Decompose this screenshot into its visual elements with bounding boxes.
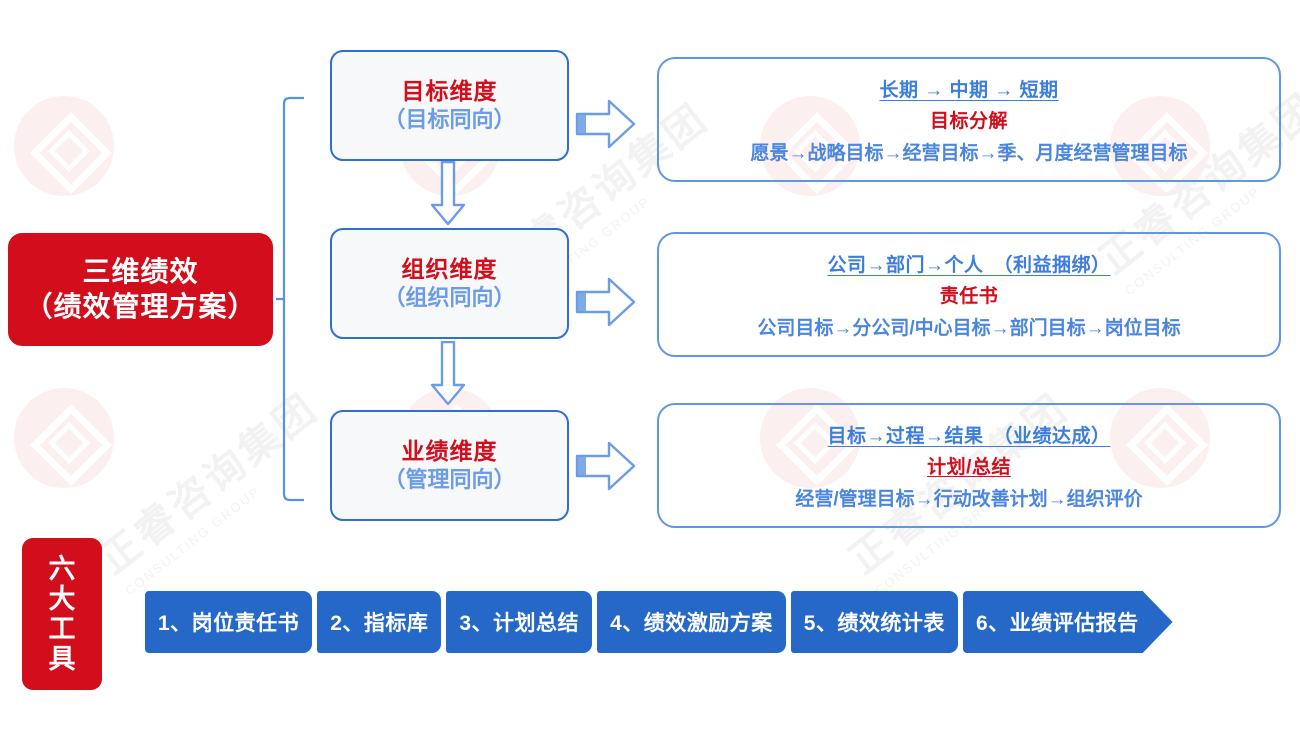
dimension-subtitle: （组织同向） xyxy=(383,284,516,310)
tool-item-5[interactable]: 5、绩效统计表 xyxy=(790,591,958,653)
tool-item-2[interactable]: 2、指标库 xyxy=(317,591,442,653)
six-tools-badge: 六 大 工 具 xyxy=(22,538,102,690)
dimension-title: 业绩维度 xyxy=(401,437,498,464)
arrow-down-icon xyxy=(430,161,466,226)
content-keyword: 目标分解 xyxy=(929,110,1008,132)
content-box-organization[interactable]: 公司→部门→个人 （利益捆绑） 责任书 公司目标→分公司/中心目标→部门目标→岗… xyxy=(657,232,1281,357)
arrow-right-icon xyxy=(575,441,636,491)
content-keyword: 计划/总结 xyxy=(927,456,1011,478)
six-tools-char: 六 xyxy=(48,553,76,584)
dimension-title: 目标维度 xyxy=(401,77,498,104)
tool-item-4[interactable]: 4、绩效激励方案 xyxy=(597,591,786,653)
dimension-subtitle: （目标同向） xyxy=(383,106,516,132)
content-box-performance[interactable]: 目标→过程→结果 （业绩达成） 计划/总结 经营/管理目标→行动改善计划→组织评… xyxy=(657,403,1281,528)
arrow-right-icon xyxy=(575,277,636,327)
tool-item-3[interactable]: 3、计划总结 xyxy=(446,591,593,653)
content-box-goal[interactable]: 长期 → 中期 → 短期 目标分解 愿景→战略目标→经营目标→季、月度经营管理目… xyxy=(657,57,1281,182)
dimension-box-goal[interactable]: 目标维度 （目标同向） xyxy=(330,50,569,161)
content-detail: 经营/管理目标→行动改善计划→组织评价 xyxy=(795,488,1143,510)
content-detail: 愿景→战略目标→经营目标→季、月度经营管理目标 xyxy=(750,142,1188,164)
content-headline: 长期 → 中期 → 短期 xyxy=(879,79,1059,101)
dimension-box-performance[interactable]: 业绩维度 （管理同向） xyxy=(330,410,569,521)
watermark-logo-icon xyxy=(14,388,114,488)
dimension-subtitle: （管理同向） xyxy=(383,466,516,492)
main-title-line1: 三维绩效 xyxy=(82,256,199,288)
tool-item-1[interactable]: 1、岗位责任书 xyxy=(145,591,313,653)
tool-item-6[interactable]: 6、业绩评估报告 xyxy=(963,591,1173,653)
content-headline: 目标→过程→结果 （业绩达成） xyxy=(827,425,1111,447)
six-tools-char: 工 xyxy=(48,614,76,644)
six-tools-char: 具 xyxy=(48,644,76,675)
main-title-badge: 三维绩效 （绩效管理方案） xyxy=(8,233,273,346)
six-tools-char: 大 xyxy=(48,583,76,614)
dimension-box-organization[interactable]: 组织维度 （组织同向） xyxy=(330,228,569,339)
tools-toolbar: 1、岗位责任书 2、指标库 3、计划总结 4、绩效激励方案 5、绩效统计表 6、… xyxy=(145,591,1173,653)
arrow-right-icon xyxy=(575,99,636,149)
main-title-line2: （绩效管理方案） xyxy=(24,290,257,322)
content-detail: 公司目标→分公司/中心目标→部门目标→岗位目标 xyxy=(757,317,1181,339)
dimension-title: 组织维度 xyxy=(401,255,498,282)
content-headline: 公司→部门→个人 （利益捆绑） xyxy=(827,254,1111,276)
watermark-logo-icon xyxy=(14,96,114,196)
arrow-down-icon xyxy=(430,341,466,406)
content-keyword: 责任书 xyxy=(939,285,999,307)
bracket-connector-icon xyxy=(276,96,304,502)
